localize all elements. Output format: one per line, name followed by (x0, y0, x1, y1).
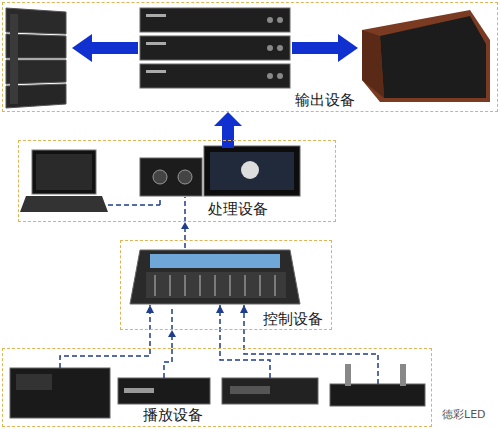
group-box: 处理设备 (18, 140, 336, 222)
group-label: 处理设备 (206, 200, 270, 218)
signal-arrow (168, 330, 176, 348)
signal-arrow (181, 222, 189, 240)
signal-arrow (214, 112, 242, 140)
stage-monitor (362, 10, 490, 102)
mixing-console (130, 250, 300, 304)
group-label: 控制设备 (261, 310, 325, 328)
group-box: 播放设备 (2, 348, 432, 427)
group-label: 输出设备 (293, 91, 357, 109)
watermark: 德彩LED (440, 408, 488, 422)
power-amplifier (140, 8, 290, 88)
laptop (20, 150, 108, 212)
group-label: 播放设备 (141, 406, 205, 424)
group-box: 输出设备 (2, 2, 498, 112)
line-array-speaker (6, 8, 66, 108)
playback-device (10, 364, 425, 418)
audio-processor (140, 146, 300, 196)
group-box: 控制设备 (120, 240, 332, 330)
output-arrow (72, 34, 358, 62)
